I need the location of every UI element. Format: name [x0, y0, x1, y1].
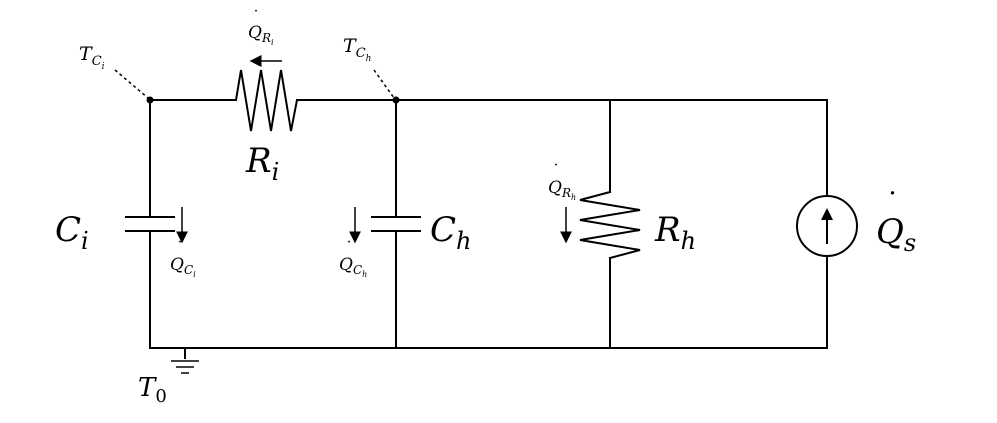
- dot-q-rh: ˙: [552, 161, 560, 180]
- ground-symbol: [171, 347, 199, 374]
- label-q-s: Qs: [876, 212, 916, 257]
- label-t-ci: TCi: [79, 43, 105, 72]
- label-c-h: Ch: [430, 210, 471, 255]
- label-t-ch: TCh: [343, 35, 371, 64]
- resistor-ri: [234, 69, 299, 132]
- capacitor-ci: [125, 216, 175, 232]
- label-c-i: Ci: [55, 210, 89, 255]
- label-r-h: Rh: [654, 210, 696, 255]
- label-q-ch: QCh: [339, 255, 367, 279]
- resistor-rh: [579, 190, 641, 260]
- label-q-ci: QCi: [170, 255, 196, 279]
- dot-q-ri: ˙: [252, 7, 260, 26]
- label-q-ri: QRi: [248, 23, 274, 47]
- dot-q-ch: ˙: [345, 238, 353, 257]
- leader-tci: [114, 69, 149, 99]
- dot-q-ci: ˙: [176, 238, 184, 257]
- label-t-0: T0: [138, 373, 167, 407]
- node-tch: [392, 96, 400, 104]
- current-source-qs: [796, 195, 858, 257]
- label-q-rh: QRh: [548, 178, 576, 202]
- leader-tch: [373, 69, 395, 99]
- dot-q-s: ˙: [885, 187, 900, 222]
- label-r-i: Ri: [245, 141, 279, 186]
- wires: [149, 99, 828, 349]
- capacitor-ch: [371, 216, 421, 232]
- node-tci: [146, 96, 154, 104]
